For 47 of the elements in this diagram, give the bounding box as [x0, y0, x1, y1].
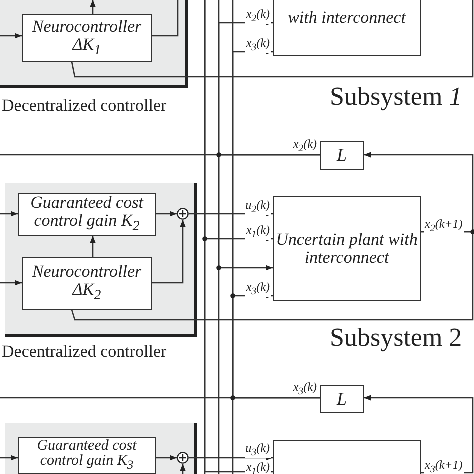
signal-label: x$_{2}$(k): [245, 8, 271, 24]
block: [22, 257, 152, 310]
signal-label: x$_{1}$(k): [245, 461, 271, 474]
signal-label: x$_{2}$(k+1): [424, 218, 464, 234]
block-label: L: [336, 390, 347, 408]
signal-arrow: [0, 33, 22, 39]
block-label: with interconnect: [288, 9, 406, 27]
subsystem-label: Subsystem 1: [330, 82, 462, 112]
signal-arrow: [0, 280, 22, 286]
panel-heading: Decentralized controller: [2, 96, 167, 116]
block-label: Neurocontroller ΔK$_{1}$: [31, 18, 143, 58]
subsystem-label: Subsystem 2: [330, 323, 462, 353]
block-label: Guaranteed cost control gain K$_{2}$: [30, 194, 145, 235]
block: [273, 0, 421, 56]
signal-arrow: [152, 0, 179, 37]
signal-label: u$_{3}$(k): [244, 442, 271, 458]
signal-label: x$_{3}$(k+1): [424, 459, 464, 474]
controller-panel: [5, 423, 197, 474]
signal-label: x$_{3}$(k): [292, 381, 318, 398]
block: [320, 141, 364, 170]
block: [18, 193, 156, 236]
signal-arrow: [90, 236, 96, 257]
signal-label: u$_{2}$(k): [244, 199, 271, 216]
signal-label: x$_{3}$(k): [245, 281, 271, 298]
block: [22, 14, 152, 62]
panel-heading: Decentralized controller: [2, 342, 167, 362]
block: [320, 385, 364, 413]
signal-label: x$_{2}$(k): [292, 138, 318, 154]
signal-label: x$_{1}$(k): [245, 224, 271, 240]
signal-arrow: [0, 211, 18, 217]
block-label: Neurocontroller ΔK$_{2}$: [31, 263, 143, 304]
signal-arrow: [189, 455, 273, 461]
block: [273, 196, 421, 301]
signal-arrow: [152, 220, 186, 284]
signal-arrow: [90, 0, 96, 14]
summing-junction: [177, 452, 189, 464]
signal-arrow: [180, 464, 186, 474]
block: [18, 437, 156, 474]
block-label: Uncertain plant with interconnect: [275, 230, 419, 266]
signal-arrow: [204, 0, 273, 474]
summing-junction: [177, 208, 189, 220]
signal-arrow: [156, 211, 177, 217]
signal-arrow: [0, 455, 18, 461]
signal-arrow: [156, 455, 177, 461]
block-label: L: [336, 146, 347, 165]
signal-label: x$_{3}$(k): [245, 37, 271, 54]
block-label: Guaranteed cost control gain K$_{3}$: [36, 439, 138, 472]
